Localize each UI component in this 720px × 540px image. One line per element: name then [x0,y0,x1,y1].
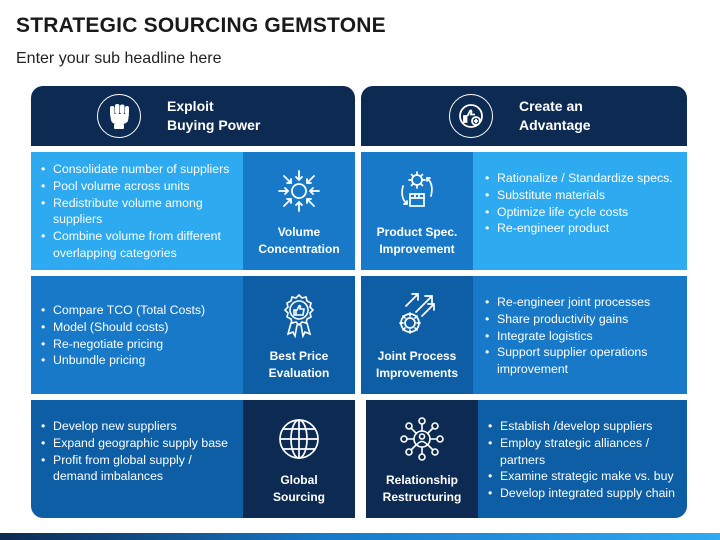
list-item: Establish /develop suppliers [488,418,681,435]
globe-icon [279,419,319,459]
tile-product-spec: Product Spec. Improvement [361,152,473,270]
gear-box-cycle-icon [401,171,433,207]
list-item: Support supplier operations improvement [485,344,681,378]
joint-process-label: Joint Process Improvements [375,349,459,380]
best-price-label: Best Price Evaluation [268,349,330,380]
list-item: Combine volume from different overlappin… [41,228,237,262]
bottom-accent-bar [0,533,720,540]
arrows-inward-icon [278,170,320,212]
list-item: Rationalize / Standardize specs. [485,170,681,187]
list-item: Profit from global supply / demand imbal… [41,452,237,486]
relationship-bullets: Establish /develop suppliers Employ stra… [478,400,687,518]
thumbs-up-plus-icon [449,94,493,138]
card-product-spec: Product Spec. Improvement Rationalize / … [361,152,687,270]
list-item: Examine strategic make vs. buy [488,468,681,485]
card-relationship: Relationship Restructuring Establish /de… [366,400,687,518]
list-item: Expand geographic supply base [41,435,237,452]
list-item: Redistribute volume among suppliers [41,195,237,229]
list-item: Re-engineer joint processes [485,294,681,311]
fist-icon [97,94,141,138]
global-sourcing-label: Global Sourcing [272,473,325,504]
relationship-label: Relationship Restructuring [382,473,462,504]
list-item: Optimize life cycle costs [485,204,681,221]
header-create-advantage: Create an Advantage [361,86,687,146]
list-item: Unbundle pricing [41,352,237,369]
header-exploit-text: Exploit Buying Power [167,98,261,133]
list-item: Consolidate number of suppliers [41,161,237,178]
list-item: Re-negotiate pricing [41,336,237,353]
network-person-icon [400,417,444,461]
volume-bullets: Consolidate number of suppliers Pool vol… [31,152,243,270]
list-item: Integrate logistics [485,328,681,345]
list-item: Share productivity gains [485,311,681,328]
global-sourcing-bullets: Develop new suppliers Expand geographic … [31,400,243,518]
tile-volume-concentration: Volume Concentration [243,152,355,270]
list-item: Substitute materials [485,187,681,204]
tile-global-sourcing: Global Sourcing [243,400,355,518]
product-spec-bullets: Rationalize / Standardize specs. Substit… [473,152,687,270]
volume-label: Volume Concentration [258,225,340,256]
header-advantage-text: Create an Advantage [519,98,591,133]
page-title: STRATEGIC SOURCING GEMSTONE [16,14,386,37]
list-item: Compare TCO (Total Costs) [41,302,237,319]
card-volume-concentration: Consolidate number of suppliers Pool vol… [31,152,355,270]
tile-relationship: Relationship Restructuring [366,400,478,518]
joint-process-bullets: Re-engineer joint processes Share produc… [473,276,687,394]
header-exploit-buying-power: Exploit Buying Power [31,86,355,146]
list-item: Develop integrated supply chain [488,485,681,502]
list-item: Model (Should costs) [41,319,237,336]
thumbs-up-badge-icon [283,293,315,338]
gear-arrows-icon [399,293,435,334]
list-item: Develop new suppliers [41,418,237,435]
list-item: Pool volume across units [41,178,237,195]
card-best-price: Compare TCO (Total Costs) Model (Should … [31,276,355,394]
best-price-bullets: Compare TCO (Total Costs) Model (Should … [31,276,243,394]
list-item: Employ strategic alliances / partners [488,435,681,469]
tile-joint-process: Joint Process Improvements [361,276,473,394]
list-item: Re-engineer product [485,220,681,237]
product-spec-label: Product Spec. Improvement [376,225,458,256]
card-global-sourcing: Develop new suppliers Expand geographic … [31,400,355,518]
card-joint-process: Joint Process Improvements Re-engineer j… [361,276,687,394]
page-subtitle: Enter your sub headline here [16,50,222,67]
tile-best-price: Best Price Evaluation [243,276,355,394]
